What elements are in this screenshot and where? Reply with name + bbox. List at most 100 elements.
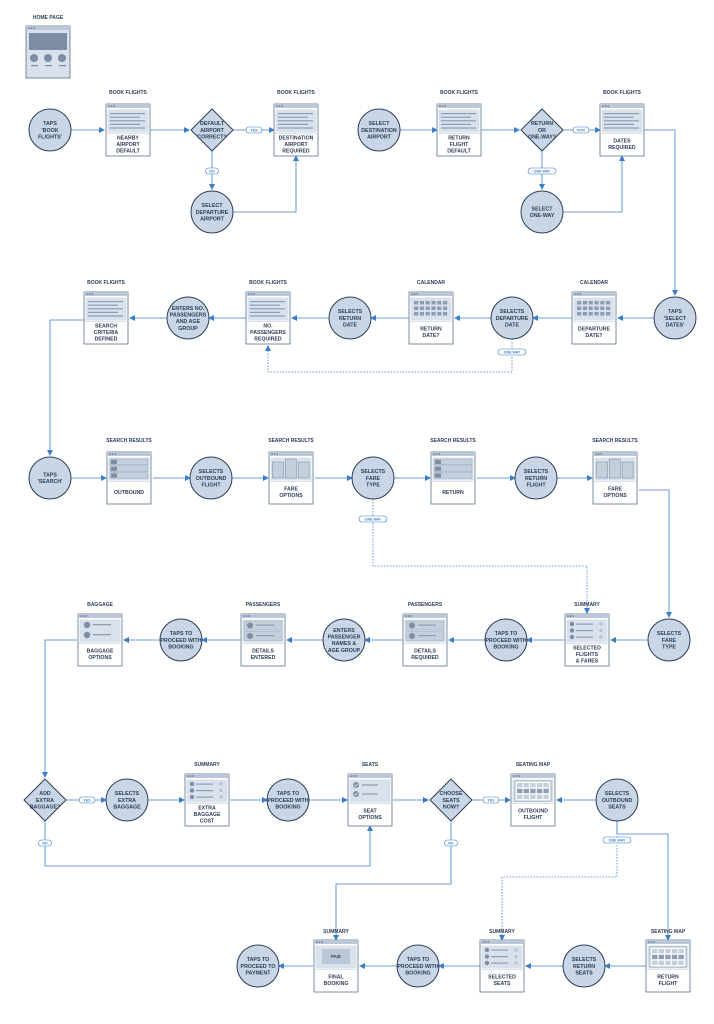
action-label: SELECTS xyxy=(524,469,549,475)
calendar-day xyxy=(425,312,430,316)
avatar-icon xyxy=(247,633,253,639)
text-line xyxy=(110,127,145,129)
pill-text: NO xyxy=(209,169,215,173)
screen-caption: NEARBY xyxy=(117,135,139,141)
seat xyxy=(678,949,684,954)
avatar-icon xyxy=(569,621,575,627)
decision-d1 xyxy=(190,108,234,152)
calendar-day xyxy=(588,301,593,305)
avatar-icon xyxy=(189,788,195,793)
text-line xyxy=(362,784,378,786)
screen-caption: SELECTED xyxy=(488,975,516,981)
screen-title: BOOK FLIGHTS xyxy=(440,90,478,96)
calendar-day xyxy=(425,306,430,310)
seat xyxy=(652,949,658,954)
action-label: OUTBOUND xyxy=(602,798,633,804)
text-line xyxy=(576,630,593,632)
screen-title: SEATS xyxy=(362,762,379,768)
window-dot-icon xyxy=(91,293,93,295)
avatar-icon xyxy=(189,794,195,800)
action-label: PASSENGER xyxy=(328,635,361,641)
avatar-icon xyxy=(83,631,91,639)
seat xyxy=(517,794,523,799)
action-label: ENTERS NO. xyxy=(172,306,205,312)
decision-d4 xyxy=(429,778,473,822)
airline-logo xyxy=(111,459,117,464)
screen-title: SEARCH RESULTS xyxy=(268,438,314,444)
screen-caption: FARE xyxy=(608,487,622,493)
pill-text: RTN xyxy=(577,128,585,132)
action-label: BOOKING xyxy=(275,804,300,810)
calendar-day xyxy=(419,312,424,316)
window-dot-icon xyxy=(648,941,650,943)
screen-caption: RETURN xyxy=(442,490,464,496)
action-a18 xyxy=(266,778,310,822)
window-dot-icon xyxy=(88,293,91,295)
decision-label: OR xyxy=(538,128,546,134)
window-dot-icon xyxy=(569,615,572,617)
screen-caption: SEAT xyxy=(363,809,377,815)
seat xyxy=(652,954,658,960)
seat xyxy=(536,788,543,794)
action-label: BOOKING xyxy=(405,970,430,976)
airline-logo xyxy=(435,473,441,478)
check-icon xyxy=(353,791,359,797)
action-label: PROCEED WITH xyxy=(485,638,526,644)
calendar-day xyxy=(577,301,582,305)
window-bar xyxy=(241,614,285,618)
text-line xyxy=(418,635,436,637)
screen-caption: EXTRA xyxy=(198,805,216,811)
window-dot-icon xyxy=(441,105,444,107)
text-line xyxy=(604,123,634,125)
seat xyxy=(523,794,529,799)
decision-label: RETURN xyxy=(531,121,553,127)
text-line xyxy=(59,65,66,67)
screen-title: CALENDAR xyxy=(417,280,445,286)
calendar-day xyxy=(425,301,430,305)
window-bar xyxy=(84,292,128,296)
window-dot-icon xyxy=(600,453,602,455)
window-bar xyxy=(565,614,609,618)
screen-caption: SEATS xyxy=(494,981,511,987)
action-a7 xyxy=(490,296,534,340)
pill-text: ONE WAY xyxy=(609,838,626,842)
result-row xyxy=(109,472,149,479)
airline-logo xyxy=(435,466,441,471)
calendar-day xyxy=(414,306,419,310)
window-dot-icon xyxy=(607,105,609,107)
text-line xyxy=(31,65,38,67)
avatar-icon xyxy=(409,622,415,629)
calendar-day xyxy=(414,312,419,316)
window-dot-icon xyxy=(513,775,515,777)
decision-label: ONE-WAY? xyxy=(528,134,556,140)
calendar-day xyxy=(588,312,593,316)
window-bar xyxy=(403,614,447,618)
screen-title: SEATING MAP xyxy=(651,929,686,935)
window-dot-icon xyxy=(482,941,484,943)
pill-label xyxy=(497,348,527,356)
seat xyxy=(678,954,684,960)
window-dot-icon xyxy=(567,615,569,617)
text-line xyxy=(88,315,123,317)
action-label: PROCEED WITH xyxy=(397,964,438,970)
pill-label xyxy=(527,167,557,175)
action-label: SELECTS xyxy=(115,791,140,797)
screen-title: SEARCH RESULTS xyxy=(430,438,476,444)
info-icon xyxy=(599,635,603,639)
info-icon xyxy=(219,789,223,792)
action-label: SELECTS xyxy=(605,791,630,797)
text-line xyxy=(196,783,213,785)
result-row xyxy=(109,465,149,472)
calendar-day xyxy=(577,312,582,316)
window-dot-icon xyxy=(487,941,490,943)
window-dot-icon xyxy=(109,453,111,455)
action-label: SELECTS xyxy=(199,469,224,475)
screen-caption: SELECTED xyxy=(573,645,601,651)
decision-label: CHOOSE xyxy=(440,791,463,797)
action-label: RETURN xyxy=(573,964,595,970)
window-dot-icon xyxy=(438,453,441,455)
checkmark-icon xyxy=(354,783,359,787)
calendar-day xyxy=(600,306,605,310)
action-label: SELECTS xyxy=(657,631,682,637)
